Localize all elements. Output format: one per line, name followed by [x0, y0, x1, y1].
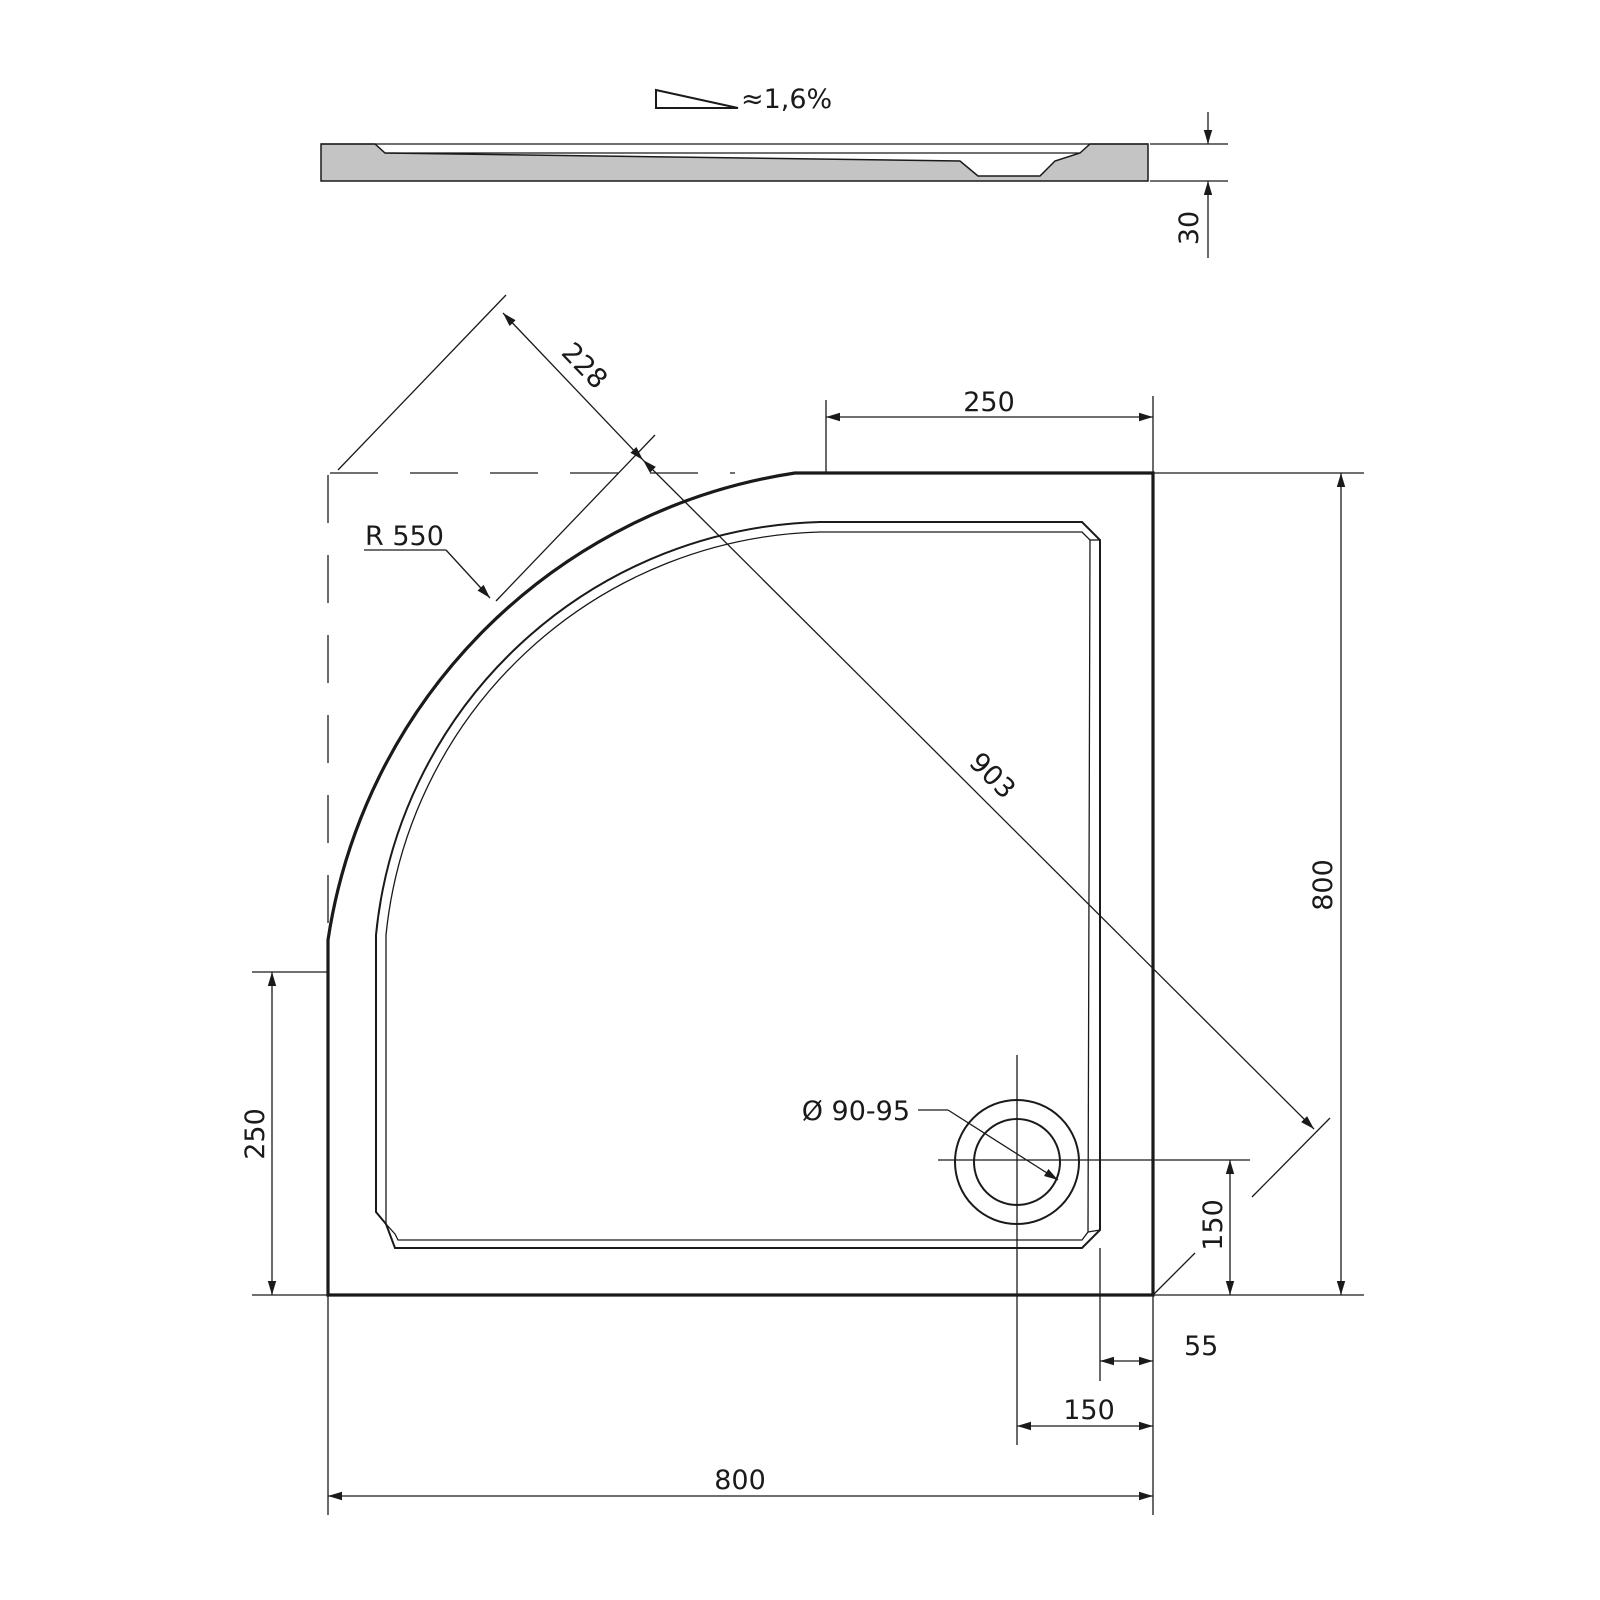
plan-view: Ø 90-95 228 903 R 550 250 800 150 250	[240, 294, 1364, 1515]
top-straight-label: 250	[963, 387, 1015, 418]
slope-triangle-icon	[655, 88, 739, 109]
drain-offset-x-label: 150	[1063, 1395, 1115, 1426]
radius-label: R 550	[365, 521, 444, 552]
rim-width-label: 55	[1184, 1331, 1218, 1362]
left-straight-label: 250	[240, 1108, 271, 1160]
tray-height-label: 800	[1308, 859, 1339, 911]
tray-outer-outline	[326, 471, 1155, 1297]
tray-section-profile	[320, 143, 1149, 182]
slope-label: ≈1,6%	[741, 84, 832, 115]
diagonal-label: 903	[963, 747, 1021, 805]
section-height-label: 30	[1174, 211, 1205, 245]
tray-width-label: 800	[714, 1465, 766, 1496]
arc-offset-label: 228	[555, 337, 613, 396]
side-view: ≈1,6% 30	[320, 84, 1228, 258]
drain-offset-y-label: 150	[1198, 1199, 1229, 1251]
drain-diameter-label: Ø 90-95	[802, 1096, 910, 1127]
